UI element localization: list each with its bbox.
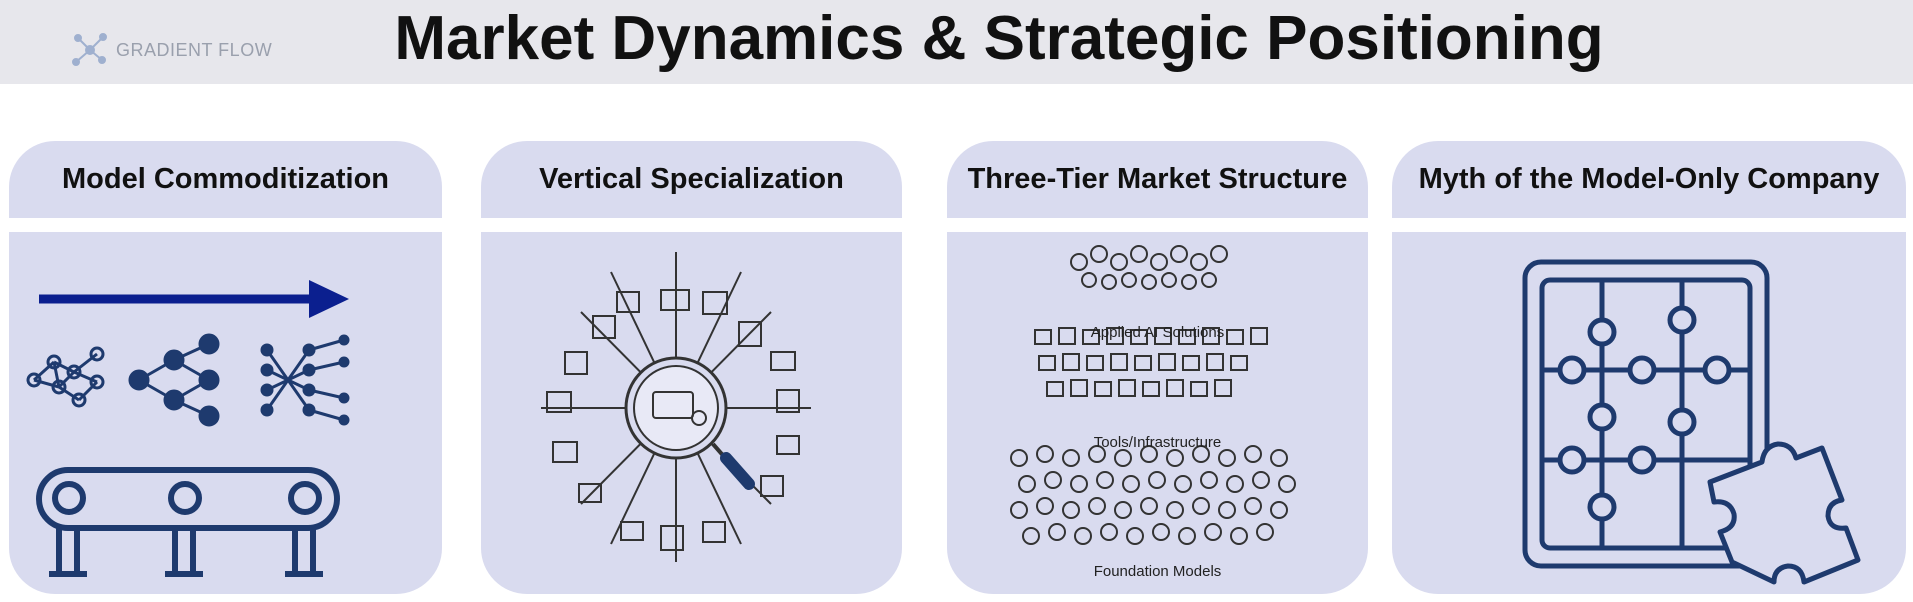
tier-label-tools: Tools/Infrastructure (1093, 434, 1222, 451)
puzzle-missing-piece-icon (1522, 259, 1861, 585)
card-body-vertical-specialization (481, 232, 902, 594)
card-body-myth-model-only-company (1392, 232, 1906, 594)
logo-text: GRADIENT FLOW (116, 39, 273, 60)
card-body-model-commoditization (9, 232, 442, 594)
header-bar: GRADIENT FLOW Market Dynamics & Strategi… (0, 0, 1913, 84)
card-body-three-tier-market-structure: Applied AI Solutions Tools/Infrastructur… (947, 232, 1368, 594)
card-title-three-tier-market-structure: Three-Tier Market Structure (947, 141, 1368, 218)
card-title-myth-model-only-company: Myth of the Model-Only Company (1392, 141, 1906, 218)
logo: GRADIENT FLOW (70, 30, 272, 70)
page-title: Market Dynamics & Strategic Positioning (394, 3, 1604, 73)
tier-label-applied: Applied AI Solutions (1090, 324, 1225, 341)
gradient-flow-logo-icon (72, 33, 107, 66)
card-title-vertical-specialization: Vertical Specialization (481, 141, 902, 218)
tier-label-foundation: Foundation Models (1093, 563, 1222, 580)
conveyor-belt-networks-icon (26, 280, 350, 577)
magnifier-industry-wheel-icon (541, 252, 811, 562)
three-tier-stack-icon (1010, 245, 1296, 545)
card-title-model-commoditization: Model Commoditization (9, 141, 442, 218)
